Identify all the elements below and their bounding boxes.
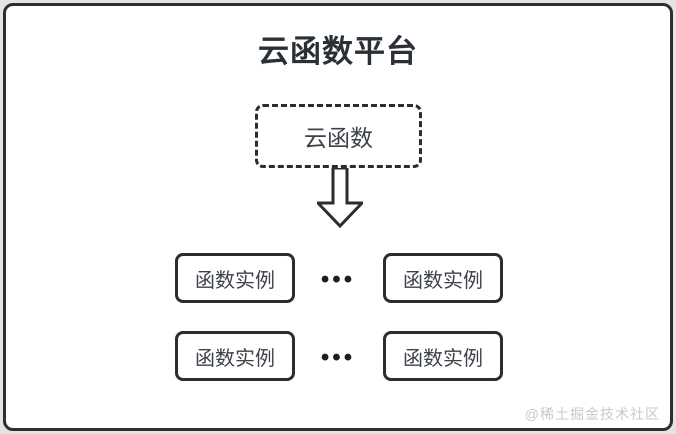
function-instance-box: 函数实例 — [383, 331, 503, 381]
cloud-function-box-label: 云函数 — [304, 125, 373, 151]
watermark: @稀土掘金技术社区 — [524, 406, 660, 422]
function-instance-box: 函数实例 — [383, 253, 503, 303]
function-instance-label: 函数实例 — [195, 269, 275, 292]
ellipsis-dots: ••• — [320, 344, 356, 371]
function-instance-box: 函数实例 — [175, 253, 295, 303]
function-instance-label: 函数实例 — [403, 269, 483, 292]
function-instance-label: 函数实例 — [195, 347, 275, 370]
cloud-function-box: 云函数 — [255, 104, 422, 168]
function-instance-box: 函数实例 — [175, 331, 295, 381]
arrow-down-icon — [317, 168, 363, 228]
ellipsis-dots: ••• — [320, 266, 356, 293]
function-instance-label: 函数实例 — [403, 347, 483, 370]
diagram-title: 云函数平台 — [258, 34, 418, 69]
